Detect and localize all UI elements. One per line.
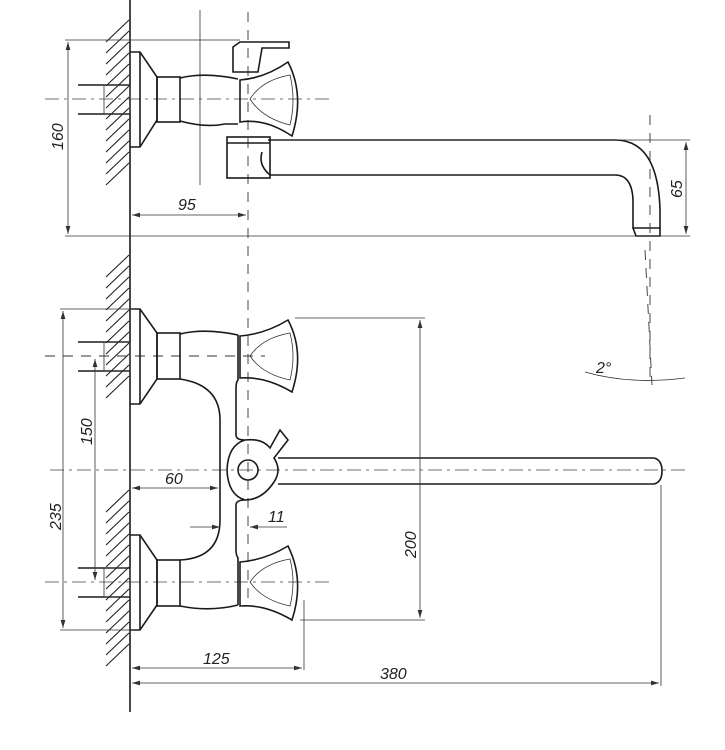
- hatch-line: [105, 74, 130, 98]
- spout-front: [278, 457, 663, 485]
- hatch-line: [105, 610, 130, 634]
- dim-200: 200: [403, 531, 420, 559]
- hatch-line: [105, 544, 130, 568]
- handle-upper: [239, 318, 299, 394]
- hatch-line: [105, 85, 130, 109]
- hatch-line: [105, 129, 130, 153]
- hatch-line: [105, 41, 130, 65]
- dim-125: 125: [203, 651, 230, 668]
- flange: [130, 51, 158, 148]
- dim-160: 160: [50, 123, 67, 150]
- hatch-line: [105, 118, 130, 142]
- hatch-line: [105, 632, 130, 656]
- front-view: [45, 308, 690, 631]
- hatch-line: [105, 265, 130, 289]
- nut: [156, 76, 181, 123]
- hatch-line: [105, 151, 130, 175]
- hatch-line: [105, 309, 130, 333]
- hatch-line: [105, 511, 130, 535]
- dim-60: 60: [165, 471, 183, 488]
- hatch-line: [105, 522, 130, 546]
- hatch-line: [105, 500, 130, 524]
- hatch-line: [105, 588, 130, 612]
- hatch-line: [105, 63, 130, 87]
- hatch-line: [105, 555, 130, 579]
- hatch-line: [105, 489, 130, 513]
- hatch-line: [105, 287, 130, 311]
- hatch-line: [105, 19, 130, 43]
- spout-pipe: [260, 139, 661, 229]
- lower-inlet: [78, 534, 181, 631]
- hatch-line: [105, 140, 130, 164]
- dim-11: 11: [268, 509, 285, 526]
- dim-95: 95: [178, 197, 196, 214]
- hatch-line: [105, 621, 130, 645]
- handle-top: [239, 60, 299, 138]
- hatch-line: [105, 298, 130, 322]
- hatch-line: [105, 254, 130, 278]
- hatch-line: [105, 375, 130, 399]
- top-view: [45, 10, 661, 600]
- dim-150: 150: [79, 418, 96, 445]
- hatch-line: [105, 276, 130, 300]
- diverter: [226, 428, 290, 501]
- hatch-line: [105, 52, 130, 76]
- spout-housing: [226, 136, 271, 179]
- hatch-line: [105, 162, 130, 186]
- dim-380: 380: [380, 666, 407, 683]
- dim-angle: 2°: [595, 360, 612, 377]
- hatch-line: [105, 364, 130, 388]
- top-dimensions: [65, 39, 690, 386]
- lever: [232, 41, 290, 73]
- hatch-line: [105, 353, 130, 377]
- front-dimensions: [60, 308, 662, 686]
- dim-235: 235: [48, 503, 65, 531]
- hatch-line: [105, 533, 130, 557]
- hatch-line: [105, 107, 130, 131]
- thread: [103, 84, 131, 115]
- hatch-line: [105, 599, 130, 623]
- hatch-line: [105, 96, 130, 120]
- handle-lower: [239, 544, 299, 622]
- body: [179, 330, 239, 610]
- hatch-line: [105, 30, 130, 54]
- hatch-line: [105, 342, 130, 366]
- dim-65: 65: [669, 180, 686, 198]
- hatch-line: [105, 566, 130, 590]
- hatch-line: [105, 320, 130, 344]
- upper-inlet: [78, 308, 181, 405]
- hatch-line: [105, 643, 130, 667]
- hatch-line: [105, 331, 130, 355]
